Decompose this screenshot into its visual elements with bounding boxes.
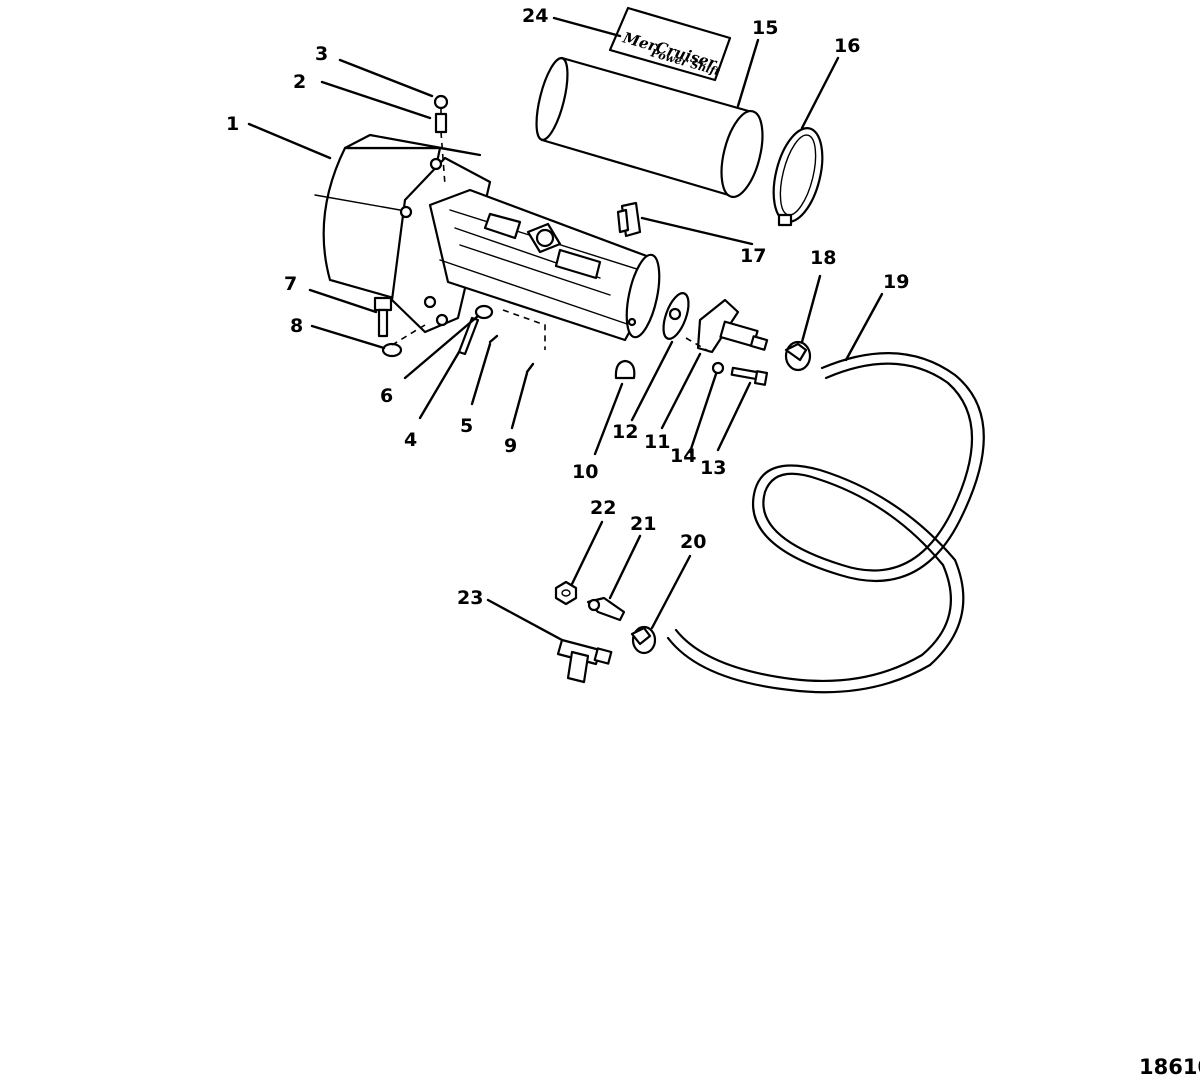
part-4-pin bbox=[457, 316, 480, 356]
figure-number: 18610 bbox=[1139, 1055, 1200, 1079]
callout-1: 1 bbox=[226, 113, 239, 135]
leader-3 bbox=[338, 58, 434, 98]
callout-9: 9 bbox=[504, 435, 517, 457]
leader-21 bbox=[608, 534, 642, 600]
part-19-hose bbox=[666, 351, 985, 694]
part-17-clip bbox=[616, 201, 642, 238]
callout-5: 5 bbox=[460, 415, 473, 437]
part-13-bolt bbox=[730, 366, 769, 386]
callout-6: 6 bbox=[380, 385, 393, 407]
callout-23: 23 bbox=[457, 587, 483, 609]
leader-lines bbox=[247, 16, 884, 642]
callout-10: 10 bbox=[572, 461, 598, 483]
callout-7: 7 bbox=[284, 273, 297, 295]
leader-11 bbox=[660, 352, 702, 430]
callout-14: 14 bbox=[670, 445, 696, 467]
part-24-decal: MerCruiser Power Shift bbox=[608, 6, 732, 82]
leader-1 bbox=[247, 122, 332, 160]
leader-4 bbox=[418, 350, 461, 420]
leader-24 bbox=[552, 16, 622, 38]
part-2-spring bbox=[434, 112, 448, 134]
leader-16 bbox=[800, 56, 840, 130]
leader-9 bbox=[510, 371, 529, 430]
leader-2 bbox=[320, 80, 432, 120]
part-10-cap bbox=[614, 359, 636, 380]
leader-18 bbox=[800, 274, 822, 344]
callout-12: 12 bbox=[612, 421, 638, 443]
part-9-shaft bbox=[502, 309, 546, 374]
part-22-nut bbox=[554, 580, 578, 606]
callout-22: 22 bbox=[590, 497, 616, 519]
callout-20: 20 bbox=[680, 531, 706, 553]
part-6-nut bbox=[474, 304, 494, 320]
leader-13 bbox=[716, 381, 752, 452]
part-21-fitting bbox=[586, 596, 626, 622]
leader-6 bbox=[403, 314, 480, 380]
part-20-clamp bbox=[630, 625, 657, 655]
leader-7 bbox=[308, 288, 378, 314]
leader-12 bbox=[630, 340, 674, 422]
leader-22 bbox=[570, 520, 604, 586]
callout-2: 2 bbox=[293, 71, 306, 93]
leader-19 bbox=[844, 292, 884, 362]
callout-16: 16 bbox=[834, 35, 860, 57]
leader-20 bbox=[650, 554, 692, 630]
part-7-bolt bbox=[373, 296, 393, 338]
leader-10 bbox=[593, 382, 624, 456]
callout-24: 24 bbox=[522, 5, 548, 27]
callout-13: 13 bbox=[700, 457, 726, 479]
callout-8: 8 bbox=[290, 315, 303, 337]
callout-labels: 1 2 3 4 5 6 7 8 9 10 11 12 13 14 15 16 1… bbox=[226, 5, 909, 609]
part-11-fitting bbox=[696, 298, 769, 354]
callout-11: 11 bbox=[644, 431, 670, 453]
callout-4: 4 bbox=[404, 429, 417, 451]
callout-15: 15 bbox=[752, 17, 778, 39]
part-1-motor-assembly bbox=[314, 133, 661, 342]
callout-17: 17 bbox=[740, 245, 766, 267]
leader-23 bbox=[486, 598, 564, 642]
callout-18: 18 bbox=[810, 247, 836, 269]
part-14-washer bbox=[711, 361, 725, 375]
part-3-ball bbox=[433, 94, 449, 110]
part-5-pin bbox=[488, 334, 499, 344]
callout-19: 19 bbox=[883, 271, 909, 293]
part-12-gasket bbox=[662, 292, 690, 340]
part-8-washer bbox=[381, 342, 403, 358]
part-15-cover bbox=[535, 56, 764, 199]
leader-14 bbox=[688, 372, 718, 454]
callout-21: 21 bbox=[630, 513, 656, 535]
part-18-clamp bbox=[784, 340, 812, 372]
part-16-clamp bbox=[772, 127, 824, 227]
callout-3: 3 bbox=[315, 43, 328, 65]
leader-15 bbox=[736, 38, 760, 108]
part-23-tee bbox=[556, 638, 613, 684]
leader-8 bbox=[310, 324, 386, 350]
leader-17 bbox=[640, 216, 754, 246]
leader-5 bbox=[470, 342, 492, 406]
